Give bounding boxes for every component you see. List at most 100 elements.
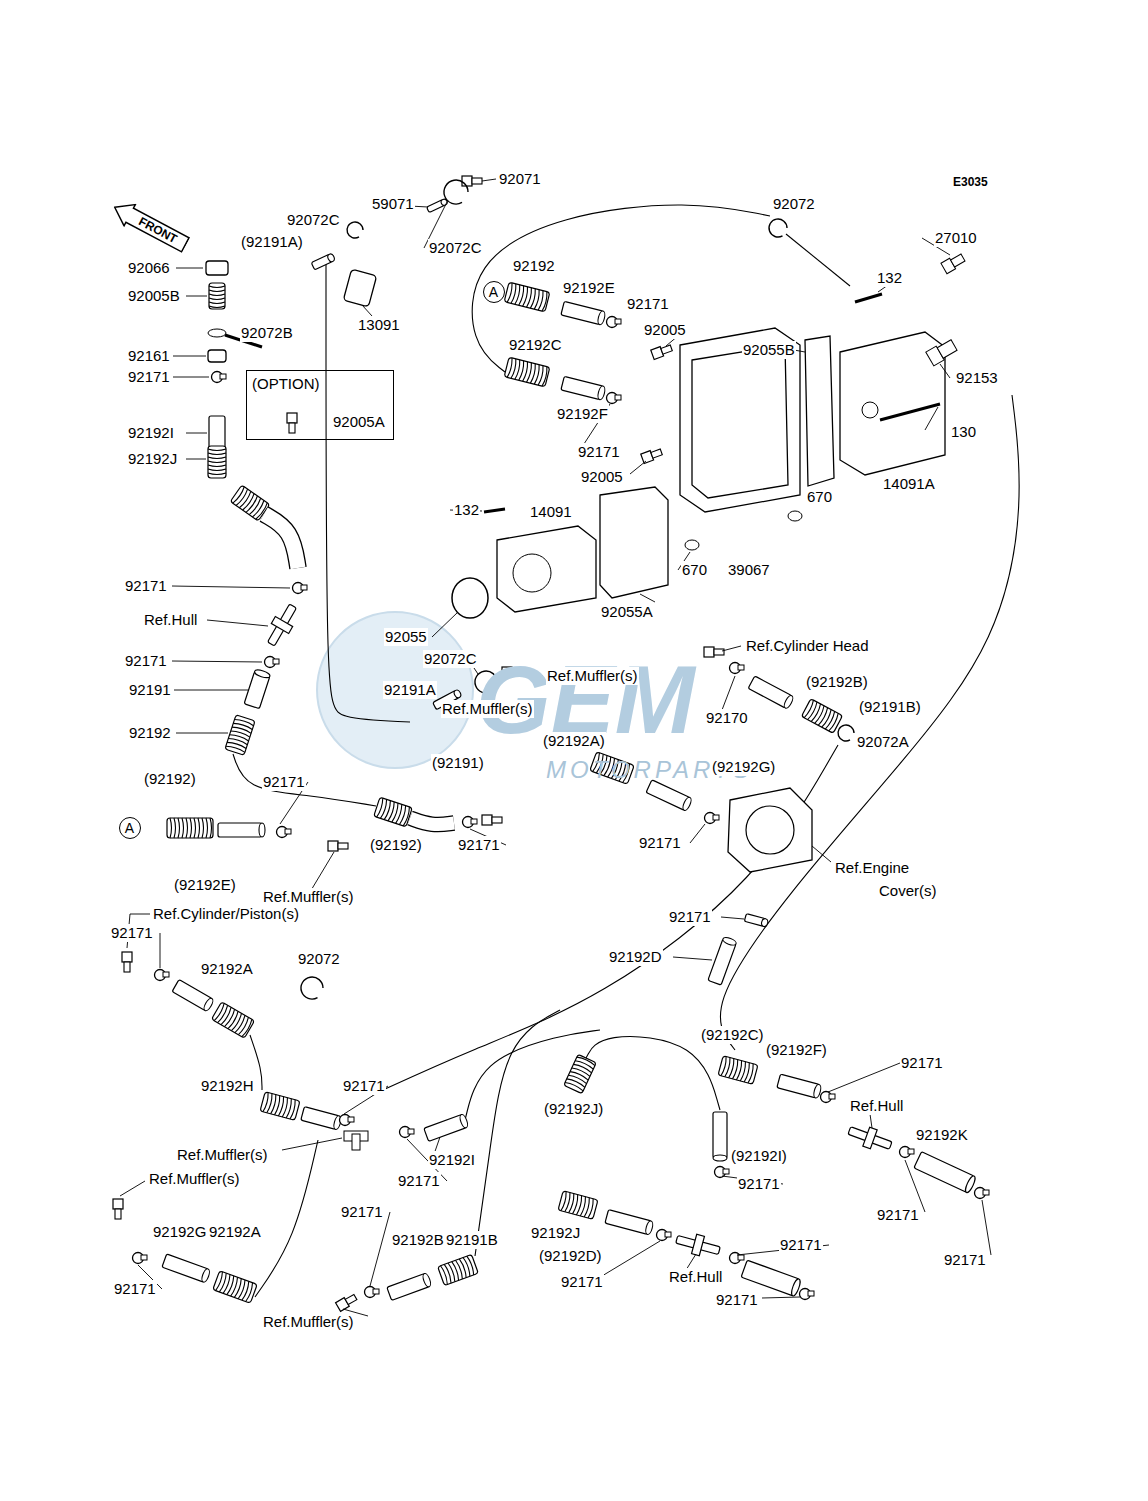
- leader-line: [172, 661, 262, 662]
- part-drawing: [244, 669, 271, 709]
- callout-number: 92192A: [200, 960, 254, 978]
- callout-number: (92191B): [858, 698, 922, 716]
- part-drawing: [122, 952, 132, 972]
- part-drawing: [212, 1002, 255, 1038]
- part-drawing: [800, 1289, 815, 1300]
- part-drawing: [340, 1115, 355, 1126]
- option-box: (OPTION)92005A: [246, 370, 394, 440]
- leader-line: [160, 933, 161, 968]
- part-outline: [840, 332, 945, 475]
- callout-number: (92191): [431, 754, 485, 772]
- leader-line: [828, 1063, 900, 1092]
- guide-line: [326, 262, 410, 722]
- leader-line: [482, 179, 496, 181]
- leader-line: [176, 733, 228, 734]
- hose: [410, 818, 454, 824]
- leader-line: [602, 1241, 660, 1276]
- guide-line: [484, 509, 505, 512]
- callout-number: Ref.Muffler(s): [262, 1313, 355, 1331]
- callout-number: 92192C: [508, 336, 563, 354]
- callout-number: 92171: [124, 577, 168, 595]
- guide-line: [855, 294, 882, 302]
- part-drawing: [561, 376, 606, 400]
- callout-number: 670: [806, 488, 833, 506]
- callout-number: 92171: [668, 908, 712, 926]
- part-drawing: [167, 818, 213, 838]
- guide-line: [586, 1037, 720, 1110]
- leader-line: [432, 612, 458, 637]
- callout-number: 92072B: [240, 324, 294, 342]
- part-drawing: [641, 447, 663, 463]
- part-drawing: [657, 1230, 672, 1241]
- callout-number: Ref.Muffler(s): [176, 1146, 269, 1164]
- part-drawing: [715, 1167, 730, 1178]
- part-outline: [692, 345, 788, 498]
- o-ring: [685, 540, 699, 550]
- part-drawing: [728, 788, 812, 872]
- callout-number: 92192J: [127, 450, 178, 468]
- part-drawing: [277, 827, 292, 838]
- part-outline: [805, 336, 834, 486]
- guide-line: [475, 1010, 560, 1256]
- callout-number: 92005: [580, 468, 624, 486]
- o-ring: [788, 511, 802, 521]
- callout-number: 92192A: [208, 1223, 262, 1241]
- callout-number: (92192F): [765, 1041, 828, 1059]
- callout-number: 59071: [371, 195, 415, 213]
- part-drawing: [801, 699, 842, 734]
- callout-number: 92171: [715, 1291, 759, 1309]
- leader-line: [310, 852, 334, 892]
- leader-line: [362, 305, 372, 316]
- callout-number: 92072C: [423, 650, 478, 668]
- part-drawing: [208, 350, 226, 362]
- callout-number: Ref.Cylinder/Piston(s): [152, 905, 300, 923]
- callout-number: Cover(s): [878, 882, 938, 900]
- callout-number: 92171: [900, 1054, 944, 1072]
- leader-line: [722, 646, 741, 651]
- retaining-ring: [301, 977, 323, 999]
- part-drawing: [730, 663, 745, 674]
- part-drawing: [744, 914, 768, 928]
- callout-number: 92192I: [428, 1151, 476, 1169]
- part-drawing: [162, 1254, 211, 1283]
- part-drawing: [265, 657, 280, 668]
- callout-number: (92192): [143, 770, 197, 788]
- part-drawing: [133, 1253, 148, 1264]
- callout-number: 92071: [498, 170, 542, 188]
- part-drawing: [424, 1114, 469, 1142]
- callout-number: 92192: [512, 257, 556, 275]
- leader-line: [722, 676, 735, 710]
- part-drawing: [374, 797, 413, 827]
- connector-circle: A: [119, 817, 141, 839]
- part-drawing: [821, 1092, 836, 1103]
- part-drawing: [206, 261, 228, 275]
- callout-number: 92072A: [856, 733, 910, 751]
- part-drawing: [561, 301, 606, 325]
- part-drawing: [713, 1112, 727, 1161]
- leader-line: [186, 296, 207, 297]
- part-drawing: [260, 1092, 300, 1121]
- leader-line: [207, 620, 268, 626]
- callout-number: Ref.Hull: [668, 1268, 723, 1286]
- callout-number: 92171: [340, 1203, 384, 1221]
- leader-line: [640, 594, 655, 602]
- callout-number: 92171: [262, 773, 306, 791]
- part-drawing: [172, 979, 215, 1012]
- part-drawing: [504, 357, 550, 387]
- leader-line: [721, 917, 744, 919]
- part-drawing: [558, 1191, 598, 1220]
- part-drawing: [607, 393, 622, 404]
- callout-number: 92055: [384, 628, 428, 646]
- callout-number: Ref.Muffler(s): [546, 667, 639, 685]
- connector-circle: A: [483, 281, 505, 303]
- part-drawing: [336, 1293, 358, 1312]
- part-drawing: [218, 823, 265, 837]
- callout-number: 132: [453, 501, 480, 519]
- callout-number: 670: [681, 561, 708, 579]
- leader-line: [905, 1160, 925, 1212]
- leader-line: [762, 1297, 800, 1298]
- part-drawing: [777, 1074, 822, 1099]
- guide-line: [372, 745, 838, 1095]
- callout-number: 92171: [876, 1206, 920, 1224]
- part-drawing: [262, 601, 301, 649]
